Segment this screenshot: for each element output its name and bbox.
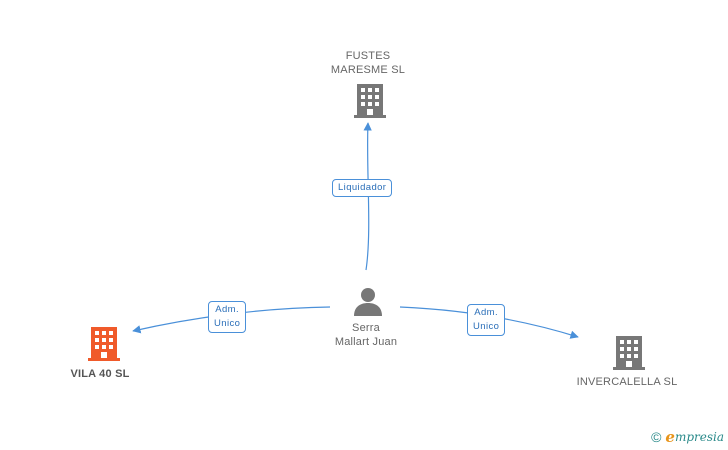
building-icon[interactable] [613,336,645,370]
brand-name: mpresia [674,430,724,444]
brand-letter-e: e [665,428,675,446]
node-label-invercalella[interactable]: INVERCALELLA SL [576,376,678,388]
node-label-fustes[interactable]: FUSTES MARESME SL [330,50,406,76]
node-label-serra[interactable]: Serra Mallart Juan [334,322,398,348]
building-icon[interactable] [354,84,386,118]
edge-label-adm-unico-invercalella: Adm. Unico [467,304,506,336]
edge-label-liquidador: Liquidador [332,179,393,197]
node-label-vila40[interactable]: VILA 40 SL [70,368,130,380]
empresia-logo: © e mpresia [651,428,724,446]
copyright-symbol: © [651,429,662,445]
person-icon[interactable] [353,286,383,316]
edge-serra-to-fustes [363,122,372,271]
edge-label-adm-unico-vila40: Adm. Unico [208,301,247,333]
building-icon[interactable] [88,327,120,361]
